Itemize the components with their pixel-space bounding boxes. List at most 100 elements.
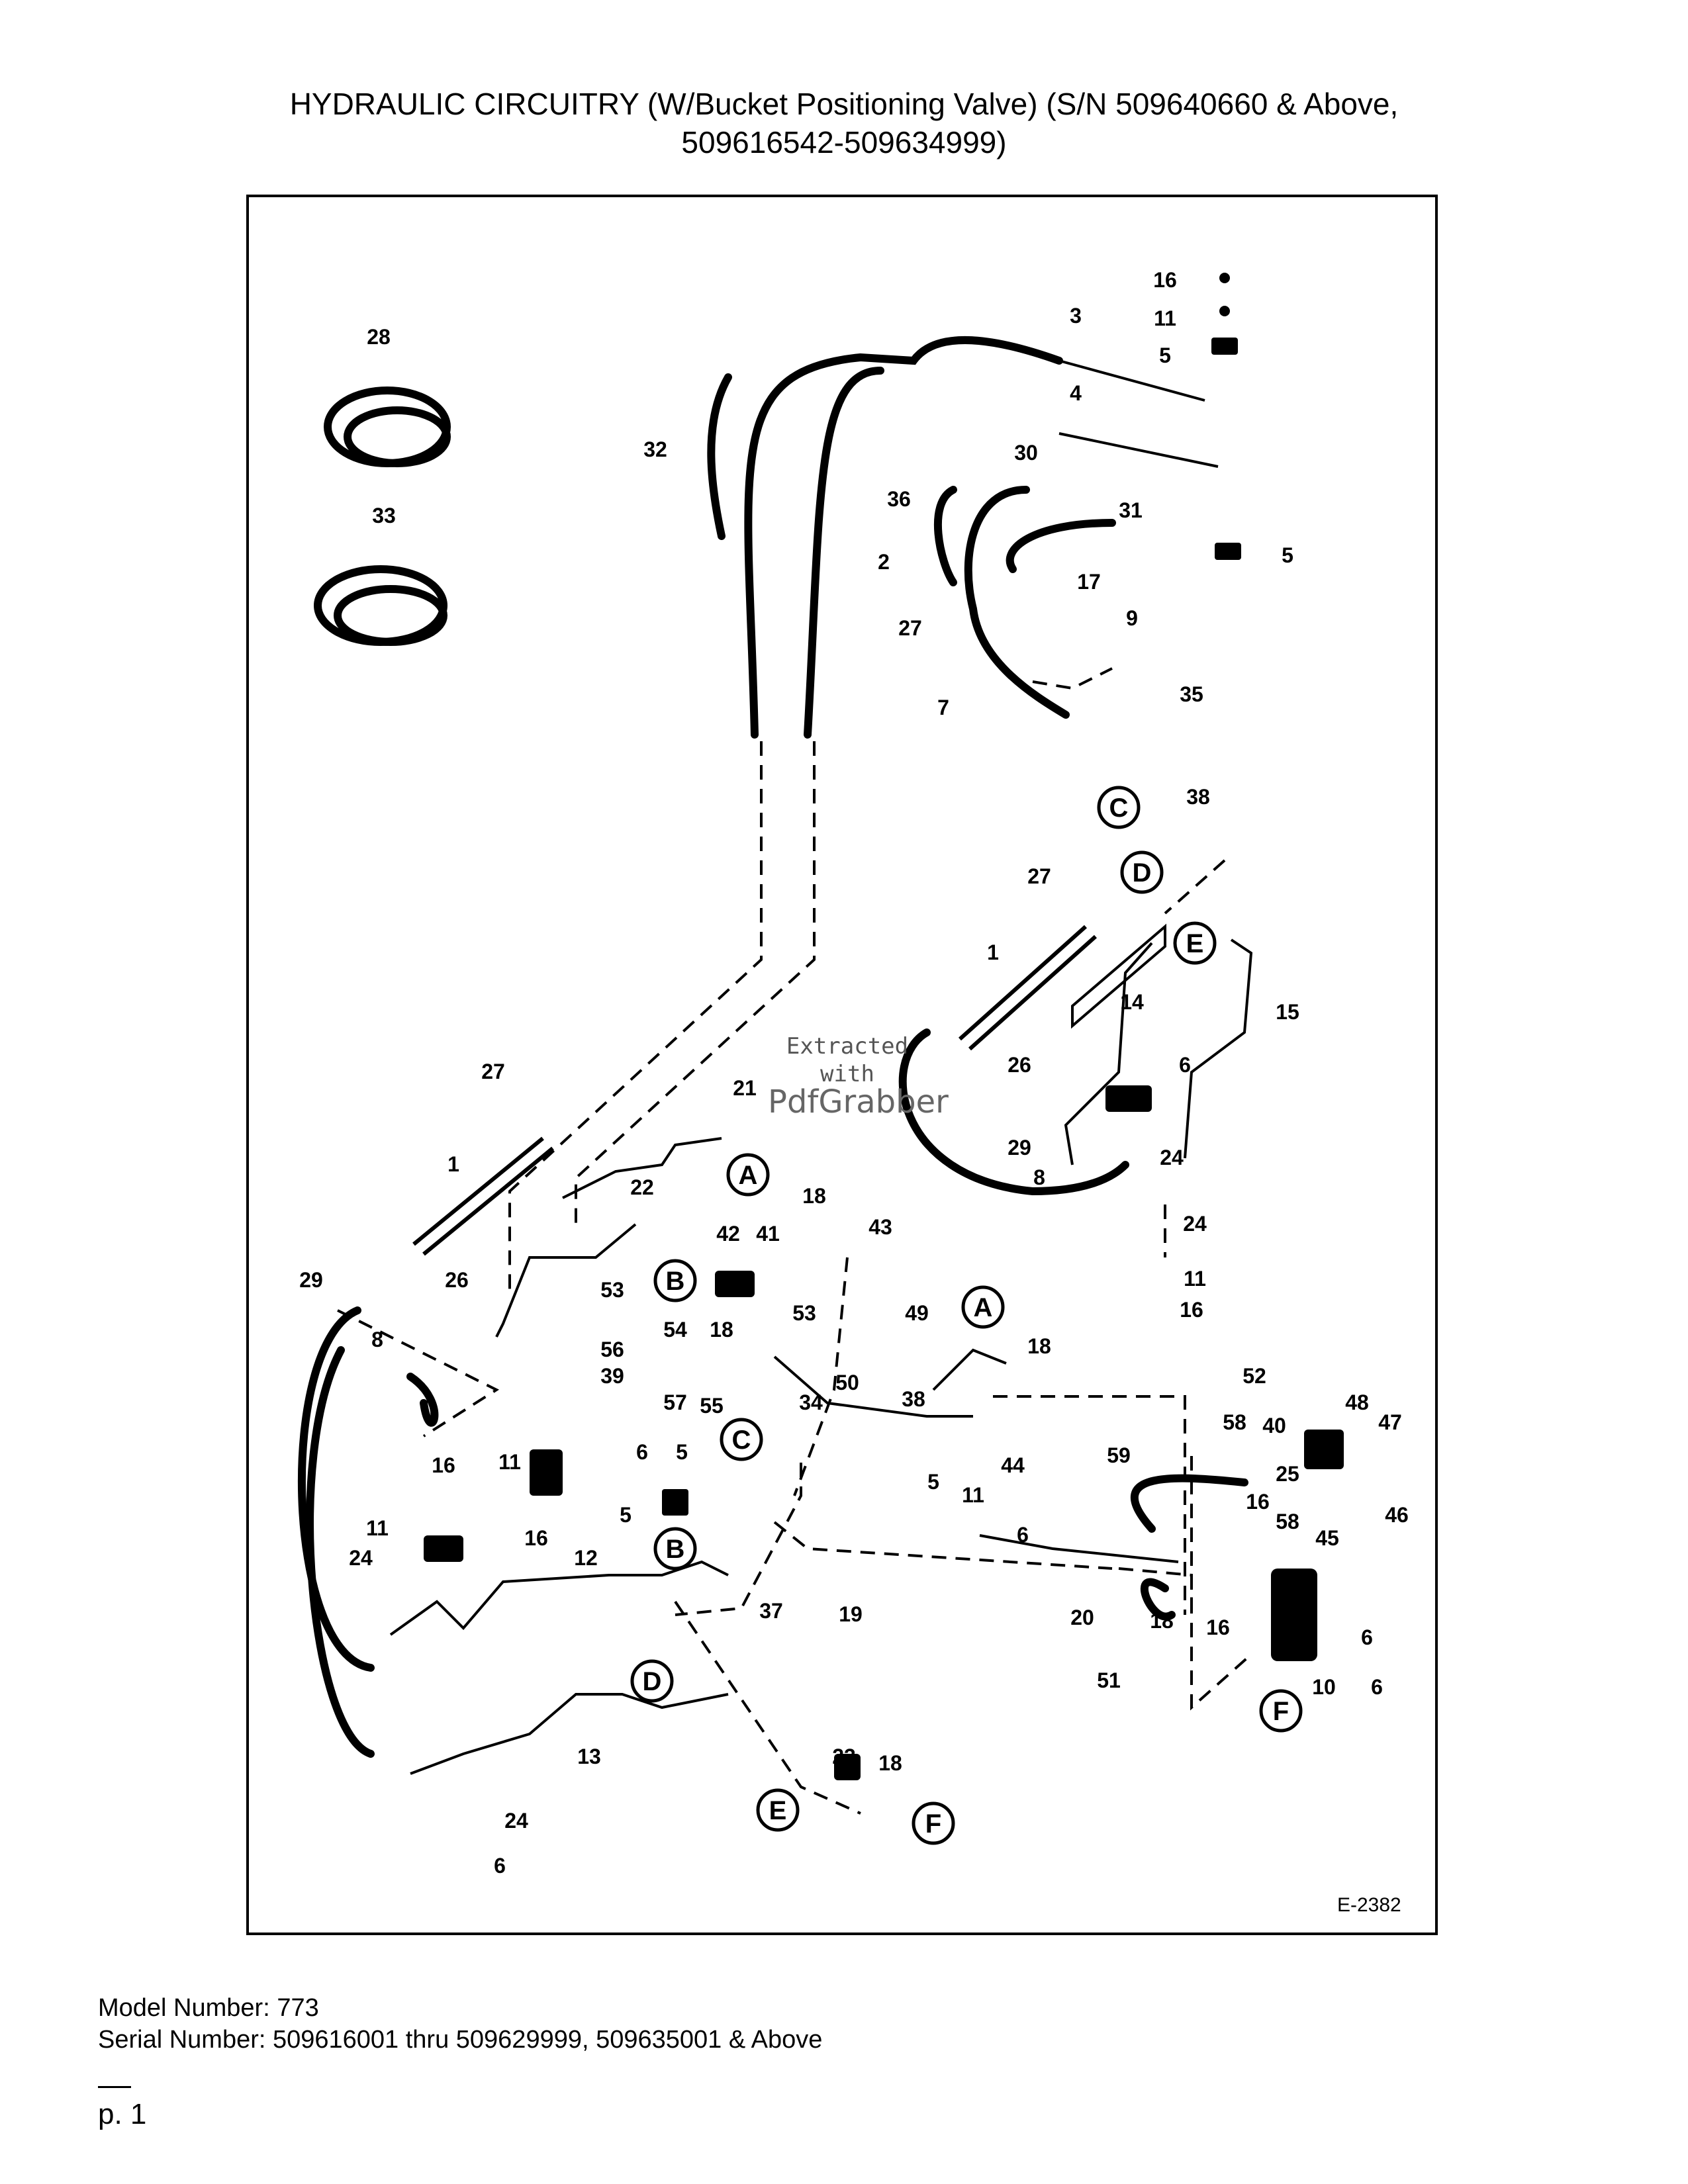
- svg-text:27: 27: [481, 1060, 505, 1083]
- svg-text:1: 1: [987, 940, 999, 964]
- svg-text:11: 11: [1184, 1267, 1206, 1291]
- svg-text:16: 16: [1246, 1490, 1270, 1514]
- svg-text:11: 11: [498, 1450, 521, 1474]
- svg-text:49: 49: [905, 1301, 929, 1325]
- svg-text:21: 21: [733, 1076, 757, 1100]
- svg-text:38: 38: [1186, 785, 1210, 809]
- svg-text:17: 17: [1077, 570, 1101, 594]
- svg-text:18: 18: [710, 1318, 733, 1342]
- svg-text:6: 6: [1361, 1625, 1373, 1649]
- page-number: p. 1: [98, 2098, 147, 2130]
- svg-text:31: 31: [1119, 498, 1143, 522]
- svg-text:27: 27: [898, 616, 922, 640]
- part-number-labels: 28 33 32 2 3 4 5 5 11 16 30 31 36 17 9 2…: [299, 268, 1409, 1878]
- svg-text:45: 45: [1315, 1526, 1339, 1550]
- dashed-routing-lines: [337, 667, 1252, 1815]
- svg-text:7: 7: [937, 696, 949, 719]
- svg-text:25: 25: [1276, 1462, 1299, 1486]
- svg-text:29: 29: [1008, 1136, 1031, 1160]
- diagram-frame: [246, 195, 1438, 1935]
- svg-text:50: 50: [835, 1371, 859, 1394]
- svg-text:58: 58: [1223, 1410, 1246, 1434]
- svg-text:34: 34: [799, 1390, 823, 1414]
- svg-text:11: 11: [1154, 306, 1176, 330]
- svg-text:18: 18: [878, 1751, 902, 1775]
- svg-text:26: 26: [1008, 1053, 1031, 1077]
- svg-text:C: C: [732, 1426, 751, 1455]
- svg-text:11: 11: [366, 1516, 389, 1540]
- svg-text:C: C: [1109, 794, 1129, 823]
- svg-text:47: 47: [1378, 1410, 1402, 1434]
- svg-text:24: 24: [1183, 1212, 1207, 1236]
- footer-rule: [98, 2086, 131, 2088]
- svg-text:18: 18: [1027, 1334, 1051, 1358]
- svg-text:16: 16: [432, 1453, 455, 1477]
- svg-text:22: 22: [630, 1175, 654, 1199]
- footer: Model Number: 773 Serial Number: 5096160…: [98, 1992, 822, 2056]
- svg-text:40: 40: [1262, 1414, 1286, 1437]
- svg-text:38: 38: [902, 1387, 925, 1411]
- svg-text:5: 5: [620, 1503, 632, 1527]
- watermark-line-2: with: [820, 1061, 874, 1087]
- svg-text:24: 24: [1160, 1146, 1184, 1169]
- svg-text:8: 8: [371, 1328, 383, 1351]
- svg-text:29: 29: [299, 1268, 323, 1292]
- svg-text:58: 58: [1276, 1510, 1299, 1533]
- svg-text:51: 51: [1097, 1668, 1121, 1692]
- svg-text:F: F: [925, 1809, 941, 1839]
- svg-text:A: A: [974, 1293, 993, 1322]
- svg-text:43: 43: [868, 1215, 892, 1239]
- svg-text:24: 24: [504, 1809, 528, 1833]
- svg-text:37: 37: [759, 1599, 783, 1623]
- svg-text:23: 23: [832, 1745, 856, 1768]
- watermark-brand: PdfGrabber: [768, 1083, 949, 1120]
- svg-text:18: 18: [1150, 1609, 1174, 1633]
- fittings: [424, 273, 1344, 1780]
- svg-text:6: 6: [1371, 1675, 1383, 1699]
- svg-text:53: 53: [600, 1278, 624, 1302]
- svg-text:14: 14: [1120, 990, 1144, 1014]
- svg-text:59: 59: [1107, 1443, 1131, 1467]
- svg-text:E: E: [1186, 929, 1204, 958]
- svg-text:18: 18: [802, 1184, 826, 1208]
- svg-text:39: 39: [600, 1364, 624, 1388]
- svg-text:54: 54: [663, 1318, 687, 1342]
- svg-text:44: 44: [1001, 1453, 1025, 1477]
- svg-text:16: 16: [1206, 1615, 1230, 1639]
- diagram-title: HYDRAULIC CIRCUITRY (W/Bucket Positionin…: [0, 85, 1688, 161]
- cylinders: [412, 925, 1098, 1256]
- svg-text:57: 57: [663, 1390, 687, 1414]
- callout-circles: [630, 786, 1303, 1845]
- svg-text:15: 15: [1276, 1000, 1299, 1024]
- svg-text:4: 4: [1070, 381, 1082, 405]
- svg-text:5: 5: [676, 1440, 688, 1464]
- svg-text:B: B: [666, 1267, 685, 1296]
- svg-text:5: 5: [927, 1470, 939, 1494]
- svg-text:8: 8: [1033, 1165, 1045, 1189]
- figure-code: E-2382: [1337, 1894, 1401, 1916]
- svg-text:11: 11: [962, 1483, 984, 1507]
- tube-lines: [389, 359, 1253, 1775]
- svg-text:6: 6: [636, 1440, 648, 1464]
- svg-text:35: 35: [1180, 682, 1203, 706]
- svg-text:30: 30: [1014, 441, 1038, 465]
- svg-text:6: 6: [494, 1854, 506, 1878]
- svg-text:26: 26: [445, 1268, 469, 1292]
- svg-text:9: 9: [1126, 606, 1138, 630]
- svg-text:55: 55: [700, 1394, 724, 1418]
- svg-text:16: 16: [1153, 268, 1177, 292]
- model-number: Model Number: 773: [98, 1994, 319, 2022]
- svg-text:2: 2: [878, 550, 890, 574]
- svg-text:13: 13: [577, 1745, 601, 1768]
- svg-text:56: 56: [600, 1338, 624, 1361]
- svg-text:24: 24: [349, 1546, 373, 1570]
- title-line-2: 509616542-509634999): [681, 125, 1007, 159]
- serial-number: Serial Number: 509616001 thru 509629999,…: [98, 2026, 823, 2054]
- svg-text:16: 16: [1180, 1298, 1203, 1322]
- callout-letters: C D E A B A C B F D E F: [643, 794, 1289, 1839]
- svg-text:12: 12: [574, 1546, 598, 1570]
- svg-text:27: 27: [1027, 864, 1051, 888]
- svg-text:41: 41: [756, 1222, 780, 1246]
- svg-text:32: 32: [643, 437, 667, 461]
- coil-hoses: [314, 387, 451, 646]
